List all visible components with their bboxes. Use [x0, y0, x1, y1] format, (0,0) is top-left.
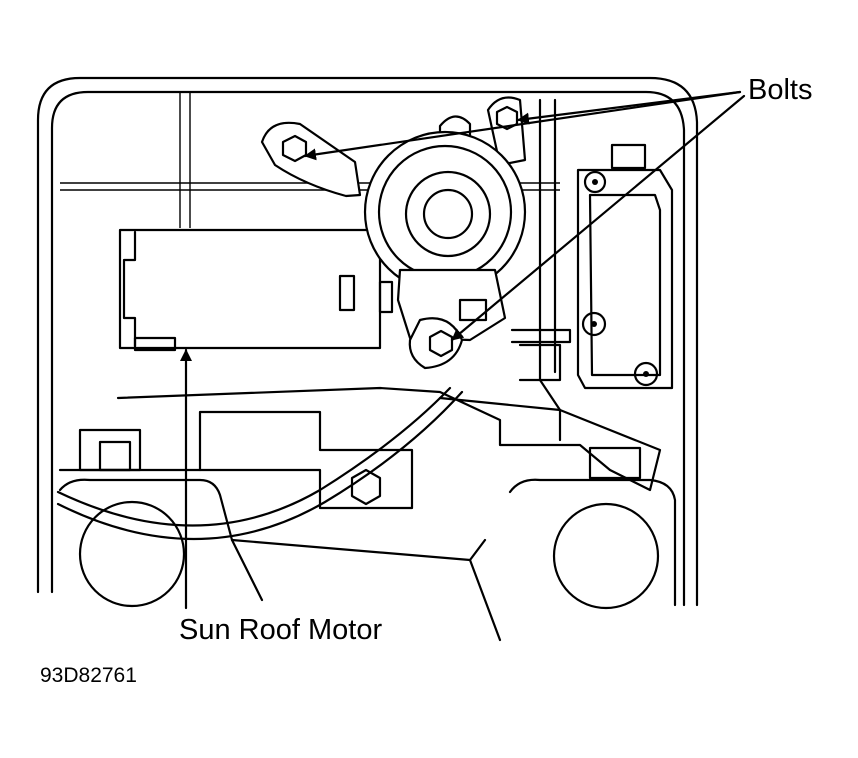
figure-id-label: 93D82761	[40, 664, 137, 687]
sun-roof-motor-label: Sun Roof Motor	[179, 614, 383, 646]
motor-body	[118, 228, 394, 352]
bolts-label: Bolts	[748, 74, 813, 106]
leader-lines	[180, 90, 746, 610]
cable	[56, 386, 464, 541]
lower-plate	[58, 386, 662, 510]
bolt-upper-left	[281, 134, 308, 163]
housing-frame	[36, 76, 699, 607]
bolt-lower	[428, 329, 454, 358]
lower-openings	[58, 478, 677, 642]
right-bracket	[510, 98, 674, 442]
